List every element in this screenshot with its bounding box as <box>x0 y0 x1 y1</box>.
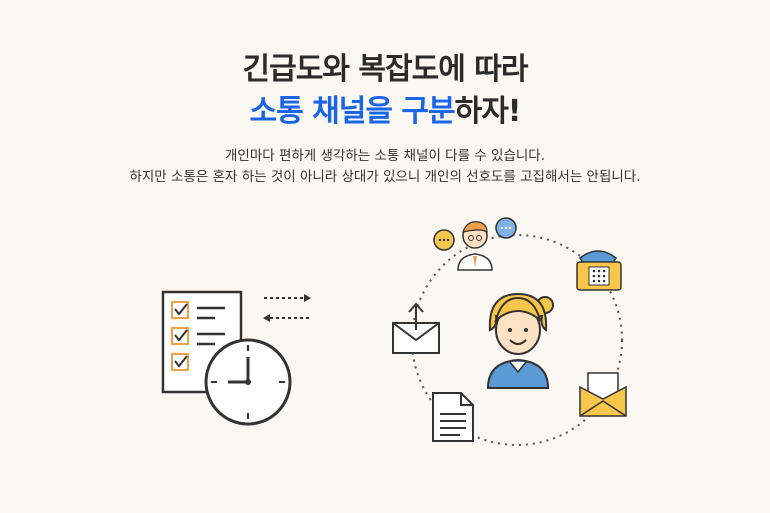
description-line1: 개인마다 편하게 생각하는 소통 채널이 다를 수 있습니다. <box>225 148 545 164</box>
document-icon <box>432 392 474 442</box>
open-envelope-icon <box>579 372 627 417</box>
clock-icon <box>204 338 292 426</box>
heading-line1: 긴급도와 복잡도에 따라 <box>242 52 529 87</box>
heading-rest: 하자! <box>454 94 522 129</box>
description-line2: 하지만 소통은 혼자 하는 것이 아니라 상대가 있으니 개인의 선호도를 고집… <box>129 169 641 185</box>
heading-highlight: 소통 채널을 구분 <box>249 94 456 129</box>
heading-line2: 소통 채널을 구분하자! <box>0 92 770 132</box>
woman-avatar-icon <box>486 292 554 389</box>
mail-send-icon <box>392 302 440 354</box>
checklist-icon <box>161 290 243 394</box>
telephone-icon <box>576 250 622 291</box>
transfer-arrows-icon <box>263 294 311 322</box>
chat-bubble-icon <box>433 217 517 251</box>
person-icon <box>457 221 493 271</box>
